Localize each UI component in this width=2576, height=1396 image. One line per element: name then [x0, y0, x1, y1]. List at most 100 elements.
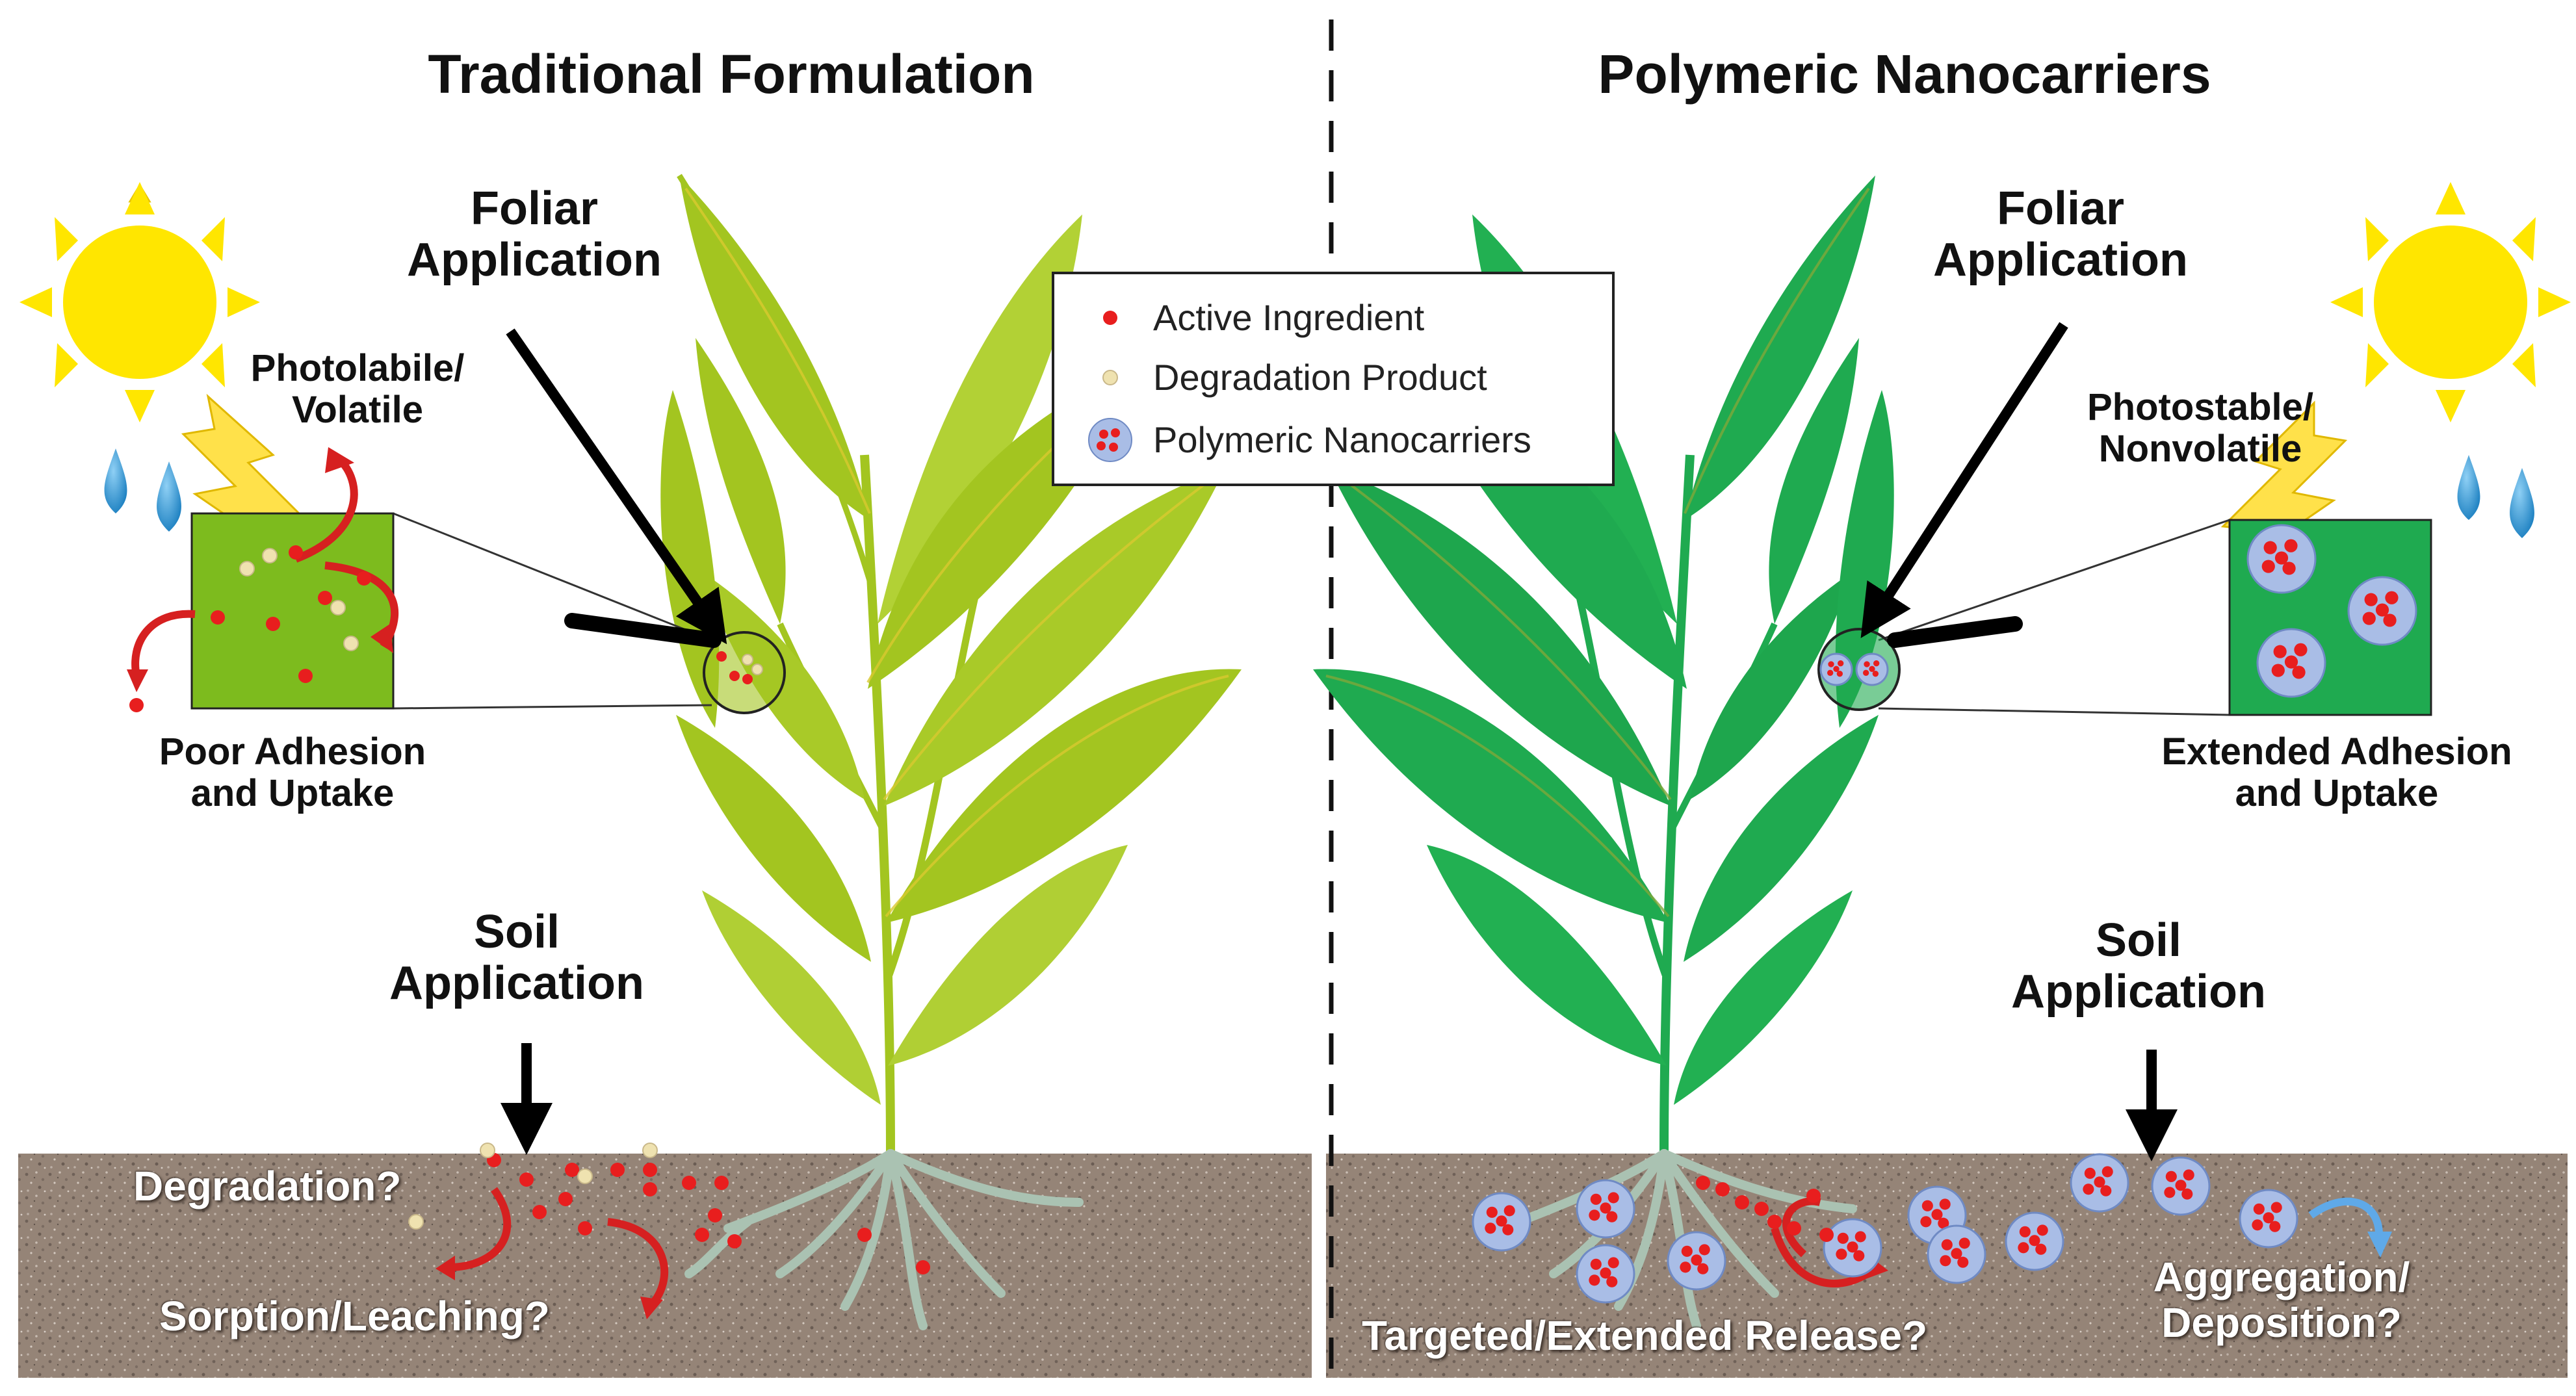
active-ingredient-dot	[2294, 643, 2308, 656]
photolabile-label: Photolabile/ Volatile	[250, 347, 465, 431]
active-ingredient-dot	[714, 1176, 729, 1190]
degradation-product-dot	[642, 1143, 658, 1158]
active-ingredient-dot	[1836, 671, 1843, 677]
active-ingredient-dot	[1863, 669, 1869, 677]
active-ingredient-dot	[1920, 1216, 1932, 1228]
active-ingredient-dot	[211, 610, 225, 625]
active-ingredient-dot	[2263, 1212, 2274, 1224]
active-ingredient-dot	[1607, 1257, 1619, 1269]
active-ingredient-dot	[578, 1221, 592, 1235]
active-ingredient-dot	[916, 1260, 930, 1274]
active-ingredient-dot	[2269, 1221, 2281, 1232]
active-ingredient-dot	[1847, 1241, 1858, 1253]
active-ingredient-dot	[1787, 1221, 1801, 1235]
active-ingredient-dot	[1940, 1255, 1951, 1267]
active-ingredient-dot	[1819, 1228, 1834, 1242]
red-dot-icon	[1103, 311, 1117, 325]
active-ingredient-dot	[2100, 1185, 2112, 1196]
active-ingredient-dot	[1589, 1209, 1600, 1221]
active-ingredient-dot	[266, 617, 280, 631]
active-ingredient-dot	[2375, 603, 2389, 617]
extended-adhesion-label: Extended Adhesion and Uptake	[2161, 730, 2512, 814]
active-ingredient-dot	[289, 545, 303, 560]
active-ingredient-dot	[1836, 1248, 1847, 1260]
degradation-product-dot	[751, 664, 763, 675]
degradation-product-dot	[577, 1169, 593, 1184]
active-ingredient-dot	[2175, 1180, 2187, 1191]
aggregation-arrow	[2308, 1197, 2392, 1258]
active-ingredient-dot	[1754, 1202, 1769, 1216]
active-ingredient-dot	[2383, 614, 2397, 627]
active-ingredient-dot	[2165, 1170, 2177, 1182]
traditional-roots	[684, 1149, 1084, 1330]
active-ingredient-dot	[742, 674, 753, 684]
degradation-product-dot	[742, 654, 753, 666]
active-ingredient-dot	[1833, 666, 1840, 673]
degradation-label: Degradation?	[133, 1163, 402, 1209]
degradation-product-dot	[480, 1143, 495, 1158]
active-ingredient-dot	[2385, 591, 2399, 604]
active-ingredient-dot	[1698, 1244, 1710, 1256]
active-ingredient-dot	[2101, 1166, 2113, 1178]
active-ingredient-dot	[2273, 645, 2287, 658]
active-ingredient-dot	[558, 1192, 573, 1206]
active-ingredient-dot	[519, 1172, 534, 1187]
active-ingredient-dot	[1590, 1193, 1602, 1205]
photostable-label: Photostable/ Nonvolatile	[2087, 386, 2314, 470]
poor-adhesion-label: Poor Adhesion and Uptake	[159, 730, 426, 814]
degradation-product-dot	[343, 636, 359, 651]
rain-drops-icon	[2457, 455, 2534, 538]
targeted-release-label: Targeted/Extended Release?	[1362, 1312, 1928, 1359]
active-ingredient-dot	[129, 698, 144, 712]
foliar-label-right: Foliar Application	[1933, 183, 2188, 287]
active-ingredient-dot	[1806, 1189, 1821, 1203]
legend-label: Polymeric Nanocarriers	[1153, 419, 1531, 460]
active-ingredient-dot	[2083, 1183, 2094, 1195]
active-ingredient-dot	[1939, 1198, 1951, 1210]
active-ingredient-dot	[2284, 539, 2298, 552]
active-ingredient-dot	[1696, 1176, 1710, 1190]
active-ingredient-dot	[2018, 1242, 2029, 1254]
beige-dot-icon	[1102, 370, 1118, 385]
active-ingredient-dot	[1873, 660, 1880, 667]
active-ingredient-dot	[1767, 1215, 1782, 1229]
active-ingredient-dot	[2271, 664, 2285, 677]
nanocarrier-icon	[1088, 418, 1132, 462]
active-ingredient-dot	[1827, 669, 1834, 677]
active-ingredient-dot	[1697, 1263, 1709, 1274]
active-ingredient-dot	[610, 1163, 625, 1177]
title-traditional: Traditional Formulation	[428, 44, 1035, 105]
active-ingredient-dot	[643, 1182, 657, 1196]
active-ingredient-dot	[1600, 1202, 1611, 1214]
active-ingredient-dot	[2253, 1203, 2265, 1215]
title-nanocarriers: Polymeric Nanocarriers	[1598, 44, 2211, 105]
active-ingredient-dot	[2252, 1219, 2263, 1231]
degradation-product-dot	[262, 548, 278, 563]
active-ingredient-dot	[2284, 655, 2298, 669]
active-ingredient-dot	[708, 1208, 722, 1222]
active-ingredient-dot	[2292, 666, 2306, 679]
active-ingredient-dot	[682, 1176, 696, 1190]
rain-drops-icon	[104, 448, 181, 532]
active-ingredient-dot	[1681, 1245, 1693, 1257]
active-ingredient-dot	[2362, 612, 2376, 625]
active-ingredient-dot	[2035, 1243, 2047, 1255]
active-ingredient-dot	[1600, 1267, 1611, 1279]
active-ingredient-dot	[2029, 1235, 2040, 1247]
active-ingredient-dot	[1837, 1232, 1849, 1244]
active-ingredient-dot	[2282, 562, 2296, 575]
active-ingredient-dot	[1853, 1250, 1865, 1261]
active-ingredient-dot	[1486, 1206, 1498, 1218]
active-ingredient-dot	[727, 1234, 742, 1248]
active-ingredient-dot	[1735, 1195, 1749, 1209]
active-ingredient-dot	[1485, 1222, 1496, 1234]
active-ingredient-dot	[1496, 1215, 1507, 1227]
active-ingredient-dot	[532, 1205, 547, 1219]
active-ingredient-dot	[1941, 1239, 1953, 1250]
soil-fate-arrows	[436, 1187, 669, 1319]
volatilization-arrows	[127, 447, 398, 692]
active-ingredient-dot	[1503, 1205, 1515, 1217]
soil-application-label-left: Soil Application	[389, 906, 644, 1010]
active-ingredient-dot	[695, 1228, 709, 1242]
soil-application-label-right: Soil Application	[2011, 914, 2266, 1018]
